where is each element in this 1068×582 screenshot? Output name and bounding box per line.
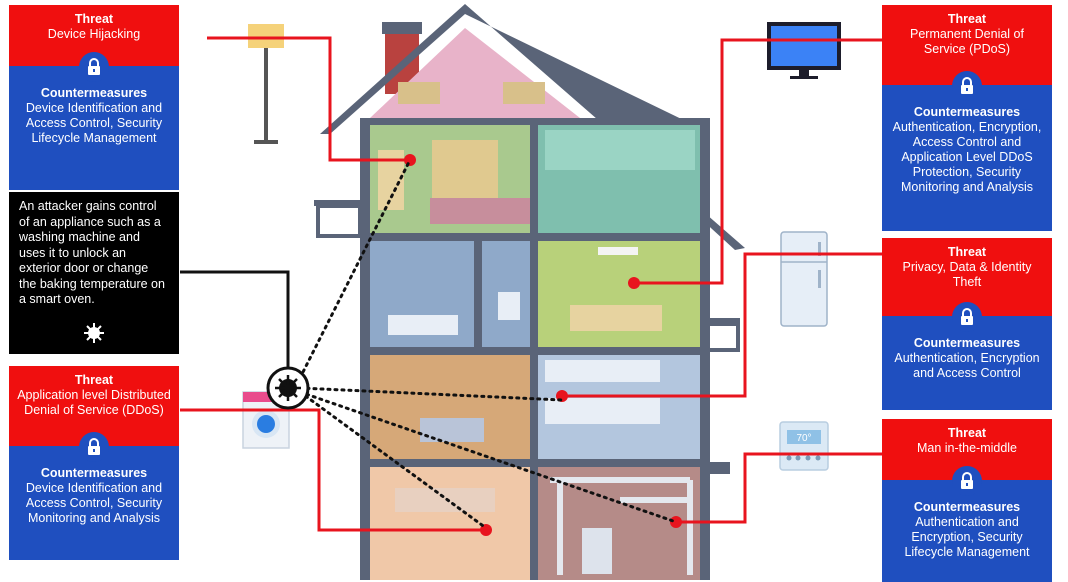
floor-lamp-icon (248, 24, 284, 144)
countermeasures-label: Countermeasures (913, 336, 1021, 350)
card-ddos: Threat Application level Distributed Den… (9, 366, 179, 560)
threat-panel: Threat Privacy, Data & Identity Theft (882, 238, 1052, 316)
countermeasures-label: Countermeasures (913, 105, 1021, 119)
threat-label: Threat (947, 426, 987, 440)
lock-icon (952, 71, 982, 101)
virus-icon (266, 366, 310, 410)
card-pdos: Threat Permanent Denial of Service (PDoS… (882, 5, 1052, 231)
countermeasures-panel: Countermeasures Device Identification an… (9, 66, 179, 190)
countermeasures-panel: Countermeasures Authentication and Encry… (882, 480, 1052, 582)
threat-label: Threat (947, 12, 987, 26)
countermeasures-panel: Countermeasures Device Identification an… (9, 446, 179, 560)
threat-text: Permanent Denial of Service (PDoS) (910, 27, 1024, 56)
threat-text: Device Hijacking (47, 27, 141, 41)
card-mitm: Threat Man in-the-middle Countermeasures… (882, 419, 1052, 582)
laundry-room (370, 467, 530, 580)
lock-icon (952, 466, 982, 496)
card-device-hijacking: Threat Device Hijacking Countermeasures … (9, 5, 179, 190)
thermostat-icon: 70° (779, 421, 829, 471)
left-balcony (314, 200, 364, 206)
right-balcony (706, 318, 740, 324)
attack-paths (298, 158, 678, 530)
threat-panel: Threat Application level Distributed Den… (9, 366, 179, 446)
countermeasures-label: Countermeasures (40, 466, 148, 480)
threat-label: Threat (947, 245, 987, 259)
living-room (538, 241, 700, 347)
countermeasures-label: Countermeasures (40, 86, 148, 100)
lock-icon (952, 302, 982, 332)
lock-icon (79, 52, 109, 82)
fridge-icon (780, 231, 828, 327)
virus-icon (84, 323, 104, 343)
countermeasures-text: Authentication, Encryption, Access Contr… (892, 120, 1042, 194)
tv-icon (767, 22, 841, 79)
threat-label: Threat (74, 12, 114, 26)
lock-icon (79, 432, 109, 462)
threat-text: Application level Distributed Denial of … (17, 388, 171, 417)
story-connector (180, 270, 290, 372)
countermeasures-text: Device Identification and Access Control… (25, 101, 163, 145)
threat-panel: Threat Permanent Denial of Service (PDoS… (882, 5, 1052, 85)
threat-label: Threat (74, 373, 114, 387)
countermeasures-text: Device Identification and Access Control… (25, 481, 163, 525)
card-privacy: Threat Privacy, Data & Identity Theft Co… (882, 238, 1052, 410)
countermeasures-panel: Countermeasures Authentication, Encrypti… (882, 85, 1052, 231)
connector-lines (180, 36, 882, 532)
attacker-story-text: An attacker gains control of an applianc… (19, 199, 165, 306)
countermeasures-text: Authentication, Encryption and Access Co… (894, 351, 1040, 380)
lounge (370, 355, 530, 459)
threat-text: Privacy, Data & Identity Theft (902, 260, 1032, 289)
countermeasures-label: Countermeasures (913, 500, 1021, 514)
thermostat-reading: 70° (796, 433, 811, 444)
countermeasures-text: Authentication and Encryption, Security … (904, 515, 1030, 559)
threat-text: Man in-the-middle (916, 441, 1018, 455)
attacker-story-box: An attacker gains control of an applianc… (9, 192, 179, 354)
